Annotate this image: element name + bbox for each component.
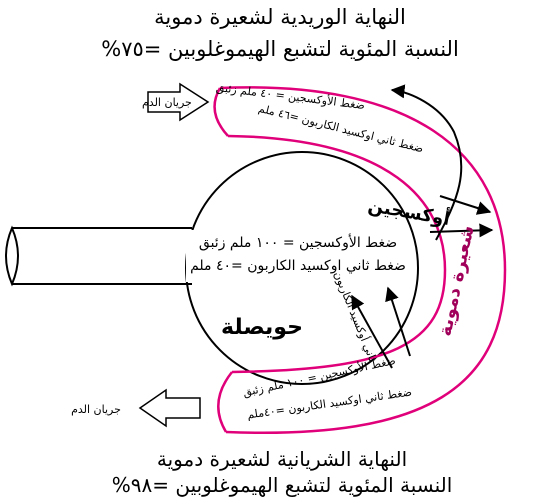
co2-arrow-1 (351, 294, 393, 369)
blood-flow-arrow-out (138, 388, 201, 428)
venous-end-title: النهاية الوريدية لشعيرة دموية (154, 5, 406, 29)
oxygen-arrow-1 (439, 195, 492, 215)
venous-co2-pressure: ضغط ثاني اوكسيد الكاربون =٤٦ ملم (257, 102, 425, 156)
arterial-saturation: النسبة المئوية لتشبع الهيموغلوبين =٩٨% (112, 473, 453, 497)
alveolus-co2-pressure: ضغط ثاني اوكسيد الكاربون =٤٠ ملم (190, 258, 406, 274)
return-loop-arrow (390, 84, 463, 241)
blood-flow-arrow-in (147, 82, 210, 122)
venous-oxygen-pressure: ضغط الأوكسجين = ٤٠ ملم زئبق (215, 80, 366, 113)
alveolus-label: حويصلة (221, 315, 303, 340)
blood-flow-label-out: جريان الدم (71, 403, 121, 416)
capillary (213, 86, 507, 434)
alveolus-oxygen-pressure: ضغط الأوكسجين = ١٠٠ ملم زئبق (199, 233, 397, 251)
arterial-end-title: النهاية الشريانية لشعيرة دموية (157, 447, 407, 471)
blood-flow-label-in: جريان الدم (142, 96, 192, 109)
co2-label: ثاني أوكسيد الكاربون (331, 269, 380, 363)
bronchiole-tube (5, 225, 192, 287)
co2-arrow-2 (385, 286, 411, 357)
venous-saturation: النسبة المئوية لتشبع الهيموغلوبين =٧٥% (101, 37, 459, 61)
